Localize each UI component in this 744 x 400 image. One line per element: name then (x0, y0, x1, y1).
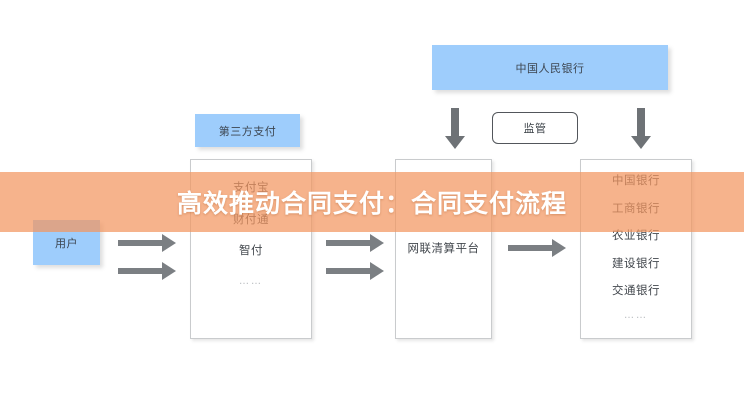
list-item: 网联清算平台 (407, 241, 480, 256)
node-user-label: 用户 (55, 236, 78, 250)
list-item: 交通银行 (612, 283, 660, 297)
node-supervision: 监管 (492, 112, 578, 144)
title-banner: 高效推动合同支付：合同支付流程 (0, 172, 744, 232)
list-item-ellipsis: …… (624, 309, 648, 321)
column-clearing-platform: 网联清算平台 (395, 159, 492, 339)
node-central-bank: 中国人民银行 (432, 45, 668, 90)
list-item: 智付 (239, 243, 263, 257)
list-item-ellipsis: …… (239, 275, 263, 287)
node-third-party-payment: 第三方支付 (195, 114, 300, 147)
node-third-party-payment-label: 第三方支付 (218, 124, 277, 138)
banner-title: 高效推动合同支付：合同支付流程 (176, 189, 567, 218)
list-item: 建设银行 (612, 255, 660, 270)
list-item: 农业银行 (612, 228, 660, 242)
node-supervision-label: 监管 (523, 122, 547, 135)
node-central-bank-label: 中国人民银行 (515, 61, 585, 75)
